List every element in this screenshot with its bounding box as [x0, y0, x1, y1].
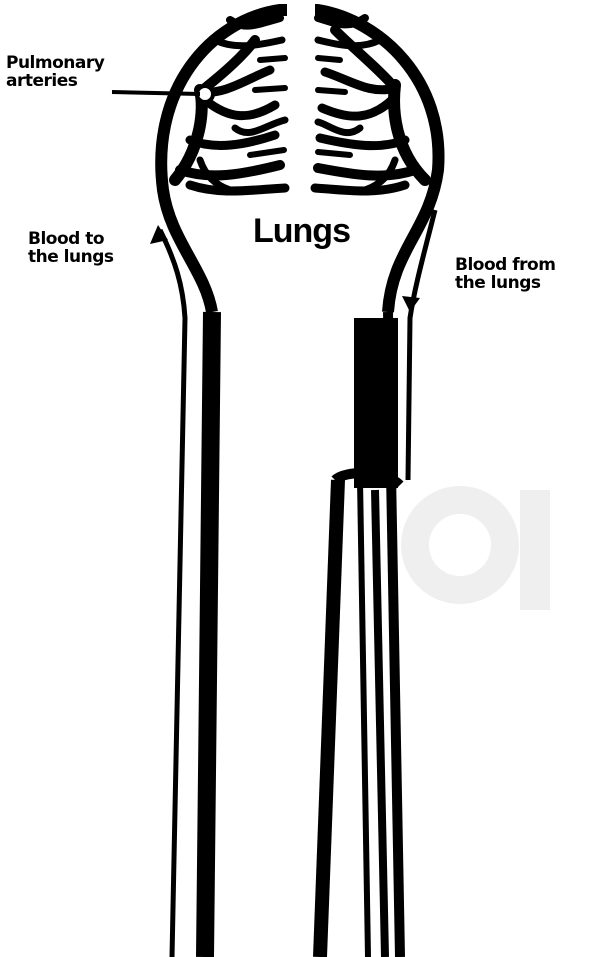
- label-pulmonary-arteries: Pulmonary arteries: [6, 54, 104, 90]
- label-line: the lungs: [28, 248, 114, 266]
- label-line: arteries: [6, 72, 104, 90]
- label-lungs: Lungs: [253, 213, 350, 249]
- pulmonary-pointer-line: [112, 92, 200, 94]
- watermark-shape: [400, 460, 589, 666]
- vessel-to-lungs: [150, 225, 212, 957]
- label-blood-from-lungs: Blood from the lungs: [455, 256, 555, 292]
- right-capillary-network: [315, 18, 425, 191]
- label-line: the lungs: [455, 274, 555, 292]
- label-line: Pulmonary: [6, 54, 104, 72]
- label-blood-to-lungs: Blood to the lungs: [28, 230, 114, 266]
- label-line: Blood from: [455, 256, 555, 274]
- arrow-down-icon: [402, 296, 420, 312]
- left-capillary-network: [175, 18, 285, 191]
- label-line: Blood to: [28, 230, 114, 248]
